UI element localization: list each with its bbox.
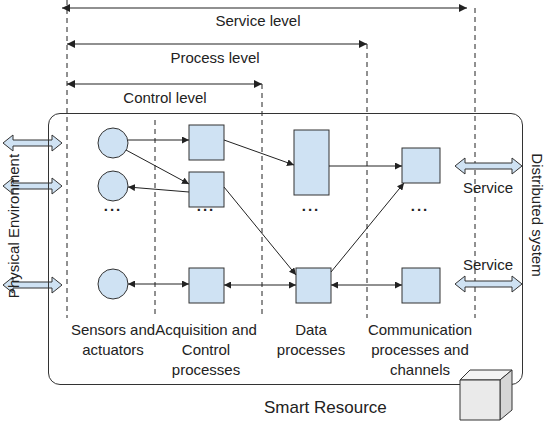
dashed-divider — [367, 44, 368, 318]
cube-face — [460, 380, 500, 420]
process-box — [189, 125, 224, 160]
flow-arrow — [224, 187, 296, 275]
actuator-circle — [98, 171, 128, 201]
ellipsis: ... — [400, 196, 440, 216]
level-label: Control level — [95, 88, 235, 108]
column-label: Acquisition and Control processes — [151, 320, 261, 380]
flow-arrow — [331, 183, 404, 272]
io-arrow — [3, 135, 62, 151]
ellipsis: ... — [93, 196, 133, 216]
flow-arrow — [128, 140, 189, 141]
flow-arrow — [331, 285, 402, 286]
flow-arrow — [128, 187, 189, 192]
flow-arrow — [128, 284, 189, 285]
sensor-circle — [98, 128, 128, 158]
data-process-box — [294, 130, 329, 195]
comm-box — [402, 148, 440, 183]
level-bracket — [67, 83, 262, 84]
service-label: Service — [453, 255, 523, 275]
ellipsis: ... — [291, 196, 331, 216]
dashed-divider — [155, 120, 156, 318]
service-arrow — [455, 158, 522, 174]
dashed-divider — [262, 84, 263, 318]
side-label: Physical Environment — [4, 131, 24, 321]
level-bracket — [62, 7, 467, 8]
container-title: Smart Resource — [264, 398, 464, 418]
level-label: Process level — [145, 48, 285, 68]
cube-face — [500, 370, 512, 420]
flow-arrow — [224, 285, 296, 286]
column-label: Sensors and actuators — [68, 320, 158, 360]
level-bracket — [67, 43, 367, 44]
comm-box — [402, 268, 440, 303]
sensor-circle — [98, 269, 128, 299]
flow-arrow — [329, 166, 402, 167]
flow-arrow — [126, 150, 189, 184]
column-label: Communication processes and channels — [360, 320, 480, 380]
level-label: Service level — [188, 11, 328, 31]
service-label: Service — [453, 178, 523, 198]
ellipsis: ... — [186, 196, 226, 216]
column-label: Data processes — [271, 320, 351, 360]
dashed-divider — [67, 0, 68, 318]
side-label: Distributed system — [527, 120, 547, 310]
service-arrow — [455, 276, 522, 292]
data-process-box — [296, 268, 331, 303]
process-box — [189, 268, 224, 303]
flow-arrow — [224, 140, 294, 165]
